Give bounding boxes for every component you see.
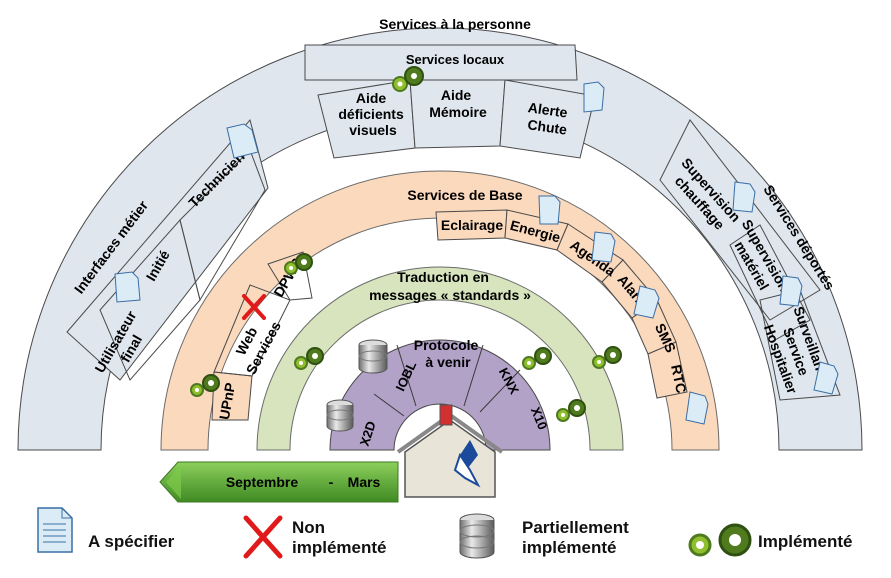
legend-non-line2: implémenté [292,538,387,557]
timeline-start: Septembre [226,474,299,490]
base-item-rtc: RTC [668,363,690,394]
legend-database-icon [459,513,495,559]
services-deportes-block [659,119,841,401]
locaux-item-alerte-chute: Alerte Chute [525,99,573,138]
house-icon [396,404,504,498]
gear-icon [284,253,313,275]
base-item-eclairage: Eclairage [441,217,503,233]
base-right-boxes [211,209,688,421]
legend-partiel-line1: Partiellement [522,518,629,537]
legend-implemente: Implémenté [758,532,853,551]
gear-icon [522,347,552,370]
locaux-item-aide-deficients: Aide déficients visuels [338,90,407,138]
gear-icon [294,347,324,370]
services-personne-title: Services à la personne [379,16,531,32]
database-icon [358,339,388,374]
document-icon [114,81,839,425]
traduction-title: Traduction en messages « standards » [369,269,531,303]
legend-non-line1: Non [292,518,326,537]
gear-icon [392,66,424,92]
protocol-a-venir: Protocole à venir [414,337,482,370]
locaux-item-aide-memoire: Aide Mémoire [429,87,487,120]
not-implemented-cross-icon [242,294,266,320]
legend-non-implemente: Non implémenté [292,518,386,558]
band-traduction [256,266,624,451]
legend-cross-icon [243,515,283,559]
services-base-title: Services de Base [407,187,522,203]
legend-gear-icon [688,523,752,557]
gear-icon [190,374,220,397]
database-icon [326,399,354,432]
protocol-x2d: X2D [357,419,379,448]
gear-icon [556,399,586,422]
timeline-end: Mars [348,474,381,490]
legend-document-icon [37,507,73,553]
legend-partiel-line2: implémenté [522,538,617,557]
services-locaux-title: Services locaux [406,52,505,67]
interfaces-metier-block [66,118,269,381]
timeline-separator: - [329,474,334,490]
legend-partiellement: Partiellement implémenté [522,518,629,558]
gear-icon [592,346,622,369]
services-locaux-block [304,44,596,159]
timeline-arrow [159,461,399,503]
base-item-upnp: UPnP [216,381,238,421]
protocol-dividers [373,344,521,417]
legend-a-specifier: A spécifier [88,532,175,551]
